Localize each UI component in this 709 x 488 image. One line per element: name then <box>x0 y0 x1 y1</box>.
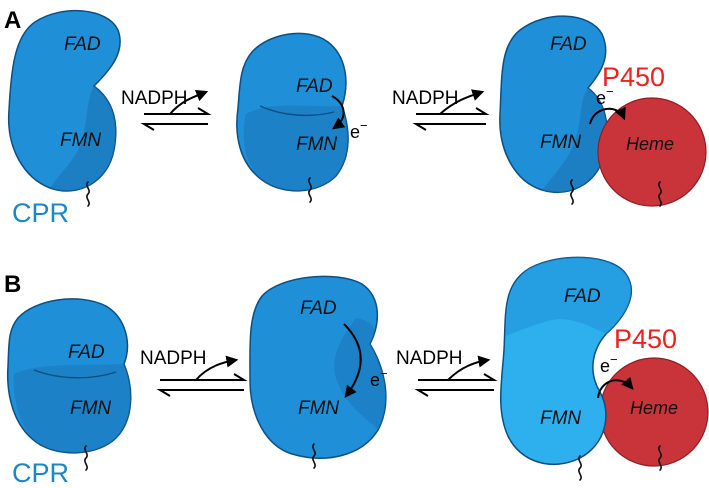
fad-label: FAD <box>550 34 587 55</box>
membrane-anchor-tail <box>658 181 662 207</box>
cpr-p450-complex: FAD FMN Heme P450 e− <box>499 15 707 207</box>
fmn-domain-shade <box>50 86 116 191</box>
p450-label: P450 <box>614 324 677 354</box>
membrane-anchor-tail <box>570 179 574 205</box>
cpr-closed-state: FAD FMN <box>6 298 132 471</box>
fmn-domain-shade <box>334 318 386 430</box>
panel-a-letter: A <box>4 7 21 34</box>
cpr-open-state: FAD FMN <box>7 9 121 207</box>
fad-label: FAD <box>296 76 333 97</box>
electron-label: e− <box>350 118 368 142</box>
cpr-closed-state: FAD FMN e− <box>249 275 388 469</box>
panel-b: B FAD FMN CPR NADPH FAD FMN e− <box>4 256 709 488</box>
curved-electron-arrow-icon <box>331 95 346 130</box>
fad-label: FAD <box>64 34 101 55</box>
heme-label: Heme <box>626 134 674 154</box>
nadph-label-step2: NADPH <box>392 88 459 109</box>
fmn-label: FMN <box>296 134 337 155</box>
cpr-p450-complex: FAD FMN Heme P450 e− <box>500 256 709 481</box>
fmn-label: FMN <box>70 398 111 419</box>
fmn-label: FMN <box>298 398 339 419</box>
curved-electron-arrow-icon <box>589 106 626 125</box>
reversible-arrow-icon <box>140 89 212 131</box>
cpr-body <box>249 275 387 459</box>
nadph-label-step1: NADPH <box>121 88 188 109</box>
fad-label: FAD <box>300 298 337 319</box>
membrane-anchor-tail <box>84 445 88 471</box>
curved-electron-arrow-icon <box>343 323 362 398</box>
electron-label: e− <box>596 84 614 108</box>
nadph-label-step2: NADPH <box>396 348 463 369</box>
panel-a: A FAD FMN CPR NADPH FAD FMN e− <box>4 7 707 228</box>
membrane-anchor-tail <box>308 177 312 203</box>
cpr-closed-state: FAD FMN e− <box>236 32 368 203</box>
fmn-label: FMN <box>540 408 581 429</box>
curved-electron-arrow-icon <box>597 376 634 399</box>
fmn-domain-shade <box>542 88 608 193</box>
membrane-anchor-tail <box>86 181 90 207</box>
fmn-label: FMN <box>540 132 581 153</box>
heme-label: Heme <box>630 398 678 418</box>
p450-label: P450 <box>602 62 665 92</box>
cpr-label: CPR <box>12 458 69 488</box>
membrane-anchor-tail <box>312 443 316 469</box>
membrane-anchor-tail <box>658 445 662 471</box>
electron-label: e− <box>370 366 388 390</box>
membrane-anchor-tail <box>578 455 582 481</box>
fmn-domain-shade <box>243 105 349 191</box>
fmn-domain-shade <box>13 364 131 453</box>
reversible-arrow-icon <box>412 89 490 131</box>
fad-domain-shade <box>506 257 632 336</box>
fad-label: FAD <box>564 286 601 307</box>
fmn-label: FMN <box>60 130 101 151</box>
panel-b-letter: B <box>4 271 21 298</box>
cpr-label: CPR <box>12 198 69 228</box>
p450-protein <box>597 97 707 207</box>
reversible-arrow-icon <box>156 355 248 397</box>
fad-label: FAD <box>68 342 105 363</box>
nadph-label-step1: NADPH <box>140 348 207 369</box>
electron-label: e− <box>600 352 618 376</box>
reversible-arrow-icon <box>414 355 498 397</box>
